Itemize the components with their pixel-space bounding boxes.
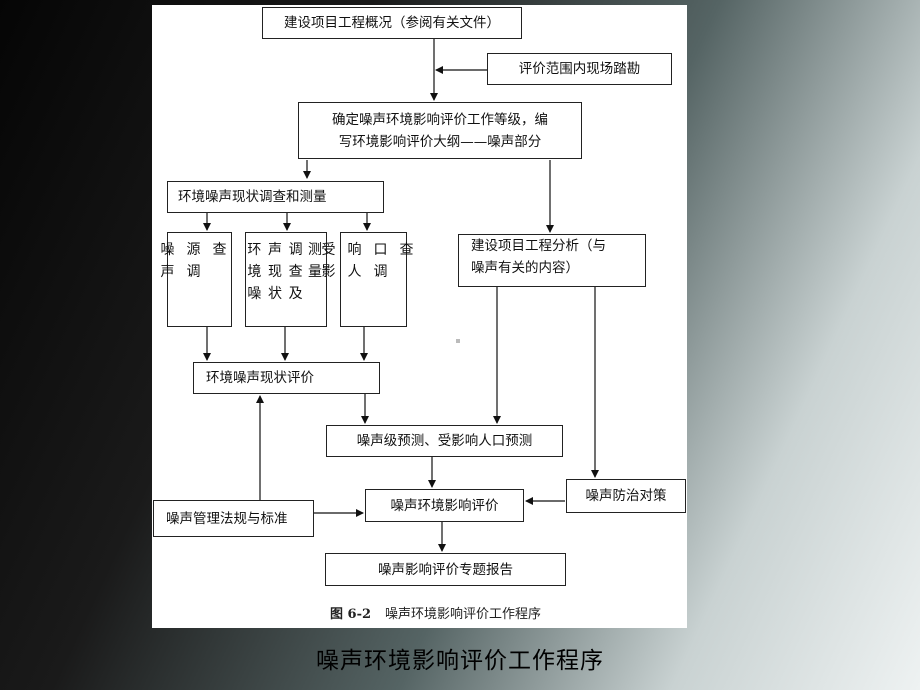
node-grade-line2: 写环境影响评价大纲——噪声部分 [338,133,542,150]
n7-line3: 口 调 [373,242,400,280]
figure-caption-text: 噪声环境影响评价工作程序 [385,607,542,622]
n6-line1: 环境噪 [247,242,266,302]
n5-line1: 噪 声 [160,242,187,280]
n7-line1: 受 影 [321,242,348,280]
page-title: 噪声环境影响评价工作程序 [316,648,604,674]
node-status-assessment: 环境噪声现状评价 [193,362,380,394]
node-report: 噪声影响评价专题报告 [325,553,566,586]
n5-line3: 查 [212,242,239,258]
node-affected-population: 受 影 响 人 口 调 查 [322,232,414,327]
node-countermeasures: 噪声防治对策 [566,479,686,513]
node-status-survey: 环境噪声现状调查和测量 [167,181,384,213]
figure-number: 图 6-2 [330,607,372,622]
flowchart-sheet: 建设项目工程概况（参阅有关文件） 评价范围内现场踏勘 确定噪声环境影响评价工作等… [152,5,687,628]
node-prediction: 噪声级预测、受影响人口预测 [326,425,563,457]
node-site-survey: 评价范围内现场踏勘 [487,53,672,85]
n6-line3: 调查及 [288,242,307,302]
node-regulations: 噪声管理法规与标准 [153,500,314,537]
node-noise-source-survey: 噪 声 源 调 查 [161,232,232,327]
node-impact-assessment: 噪声环境影响评价 [365,489,524,522]
n8-line1: 建设项目工程分析（与 [471,238,606,254]
node-noise-status-measure: 环境噪 声现状 调查及 测量 [245,232,327,327]
node-grade-line1: 确定噪声环境影响评价工作等级，编 [332,111,548,128]
n7-line2: 响 人 [347,242,374,280]
node-engineering-analysis: 建设项目工程分析（与 噪声有关的内容） [458,234,646,287]
flowchart-connectors [203,39,599,552]
n5-line2: 源 调 [186,242,213,280]
figure-caption: 图 6-2 噪声环境影响评价工作程序 [330,603,541,622]
speck [456,339,460,343]
n7-line4: 查 [399,242,426,258]
node-grade-determination: 确定噪声环境影响评价工作等级，编 写环境影响评价大纲——噪声部分 [298,102,582,159]
node-project-overview: 建设项目工程概况（参阅有关文件） [262,7,522,39]
n8-line2: 噪声有关的内容） [471,260,579,276]
n6-line2: 声现状 [268,242,286,302]
n6-line4: 测量 [308,242,327,280]
